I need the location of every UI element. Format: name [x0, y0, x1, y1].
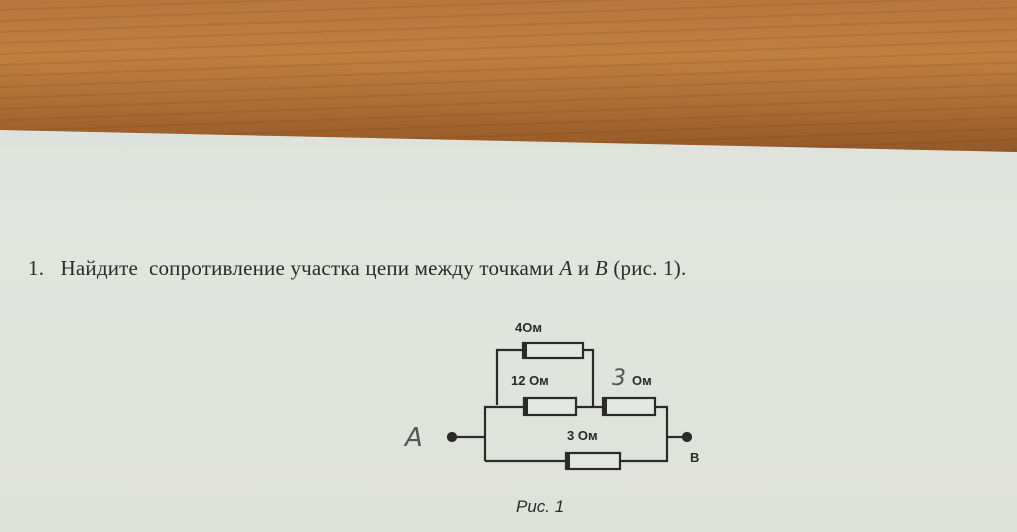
resistor-3-ohm-right: [601, 396, 657, 417]
problem-number: 1.: [28, 256, 45, 280]
point-b: B: [594, 256, 608, 280]
terminal-a-icon: [446, 431, 458, 443]
wire-main-left: [483, 405, 524, 461]
label-r-right-value: 3: [612, 366, 626, 391]
resistor-4-ohm: [521, 341, 585, 360]
wooden-desk: [0, 0, 1017, 160]
wire-main-right: [620, 405, 669, 463]
label-r-top: 4Ом: [515, 320, 542, 335]
terminal-b-icon: [681, 431, 693, 443]
figure-caption: Рис. 1: [516, 497, 564, 516]
label-r-right-unit: Ом: [632, 373, 652, 388]
figure-ref: (рис. 1).: [613, 256, 687, 280]
problem-text: Найдите сопротивление участка цепи между…: [60, 256, 554, 280]
label-terminal-b: B: [690, 450, 699, 465]
resistor-3-ohm-bottom: [564, 451, 622, 471]
resistor-12-ohm: [522, 396, 578, 417]
conjunction: и: [577, 256, 590, 280]
label-r-mid: 12 Ом: [511, 373, 549, 388]
problem-statement: 1. Найдите сопротивление участка цепи ме…: [28, 256, 686, 281]
label-terminal-a: A: [403, 423, 423, 453]
wire-top-loop: [495, 348, 523, 405]
point-a: A: [559, 256, 573, 280]
label-r-bottom: 3 Ом: [567, 428, 598, 443]
